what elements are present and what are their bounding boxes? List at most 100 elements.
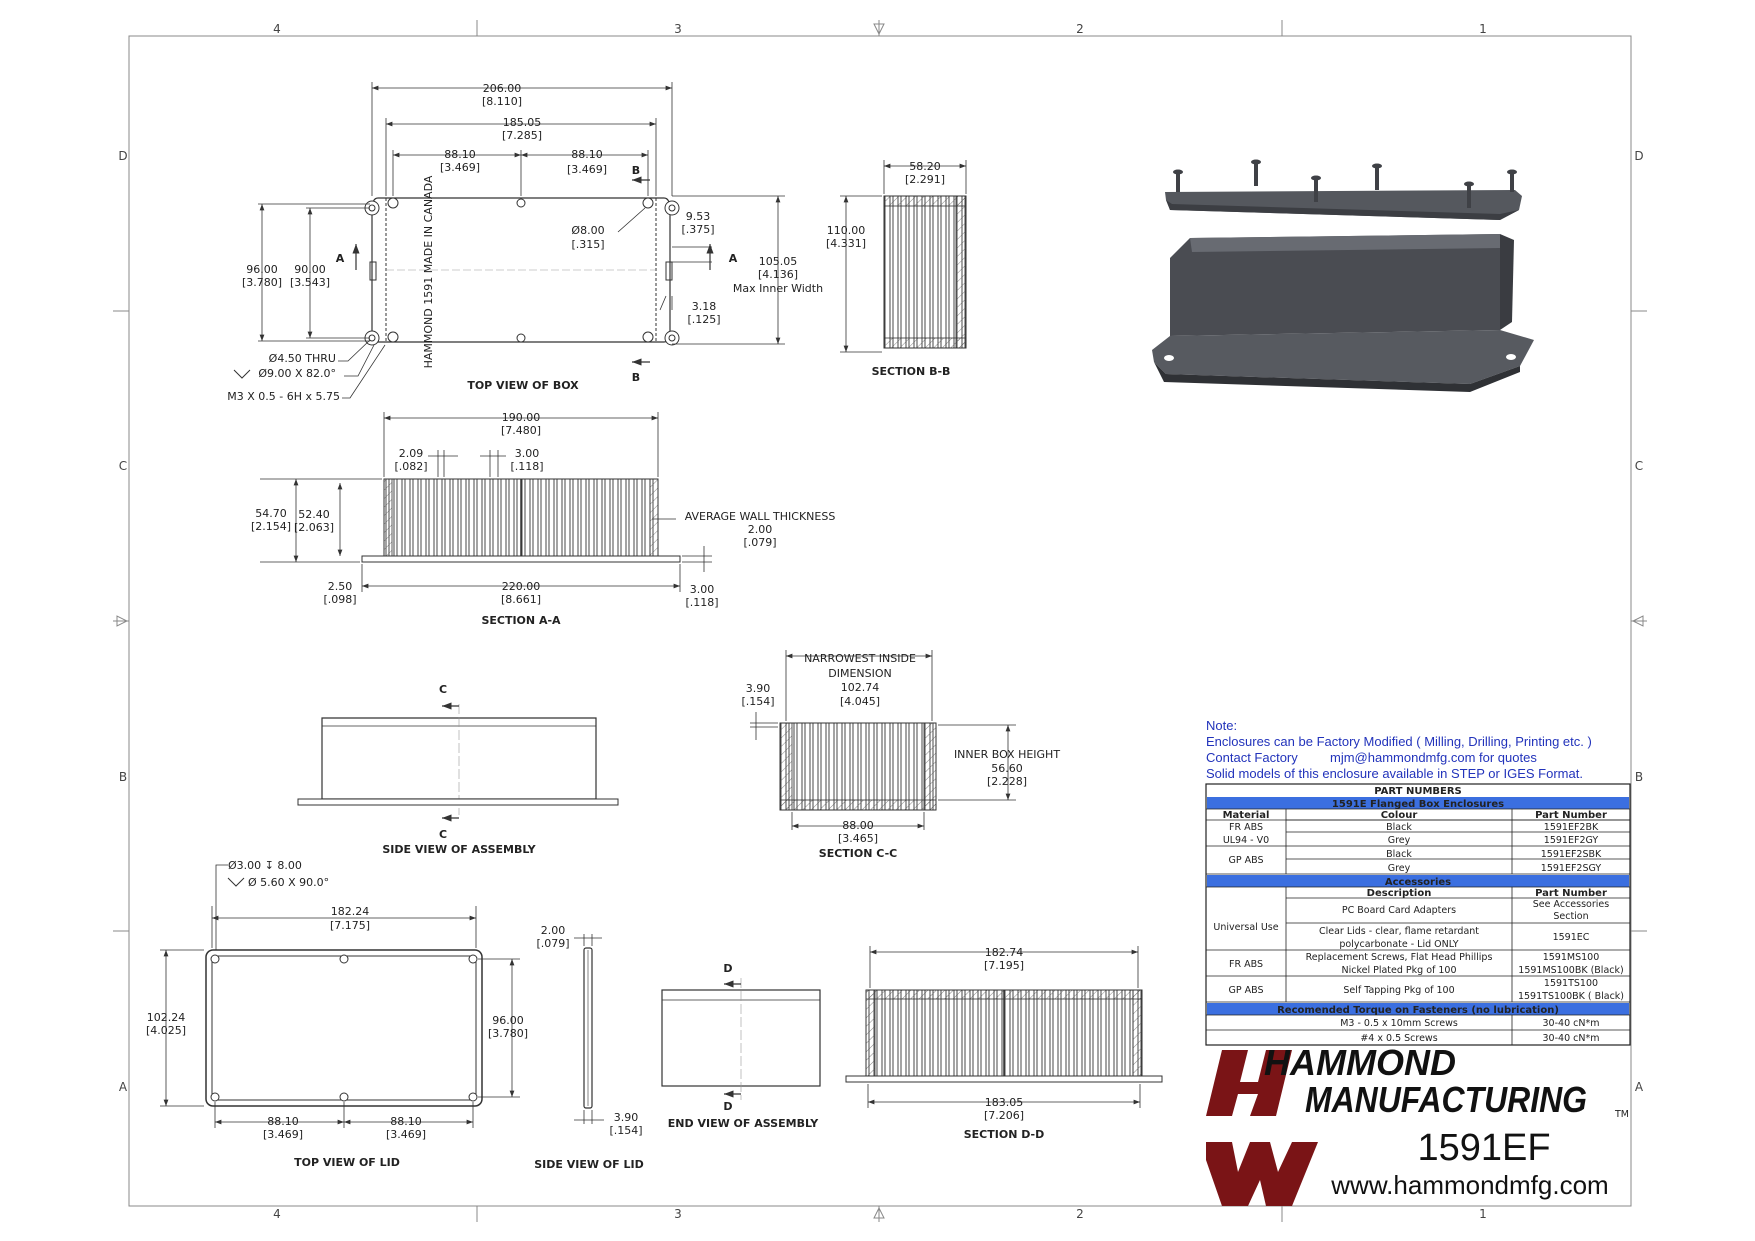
section-marker-c: C [439, 828, 447, 841]
acc-material: GP ABS [1229, 985, 1264, 996]
table-subtitle: 1591E Flanged Box Enclosures [1332, 799, 1504, 810]
dim-185-mm: 185.05 [503, 116, 542, 129]
dim-10224-in: [4.025] [146, 1024, 186, 1037]
dim-190-in: [7.480] [501, 424, 541, 437]
row-label: A [1635, 1080, 1644, 1094]
dim-10224-mm: 102.24 [147, 1011, 186, 1024]
col-label: 4 [273, 1207, 281, 1221]
cell-part: 1591EF2SGY [1541, 863, 1602, 874]
cell-part: 1591EF2SBK [1541, 849, 1602, 860]
acc-desc: Clear Lids - clear, flame retardant [1319, 926, 1479, 937]
dim-8800-mm: 88.00 [842, 819, 874, 832]
acc-header: Description [1367, 888, 1432, 899]
row-label: C [119, 459, 127, 473]
acc-desc: Nickel Plated Pkg of 100 [1341, 965, 1456, 976]
col-label: 2 [1076, 22, 1084, 36]
col-label: 3 [674, 1207, 682, 1221]
part-number-title: 1591EF [1417, 1127, 1550, 1169]
dim-96-mm: 96.00 [246, 263, 278, 276]
dim-110-in: [4.331] [826, 237, 866, 250]
dim-5470-in: [2.154] [251, 520, 291, 533]
note-title: Note: [1206, 718, 1237, 733]
dim-18274-in: [7.195] [984, 959, 1024, 972]
col-label: 1 [1479, 1207, 1487, 1221]
col-header: Part Number [1535, 810, 1607, 821]
brand-name-line1: HAMMOND [1264, 1042, 1456, 1083]
col-header: Colour [1381, 810, 1418, 821]
dim-250-mm: 2.50 [328, 580, 353, 593]
dim-88a-mm: 88.10 [444, 148, 476, 161]
wall-thickness-in: [.079] [743, 536, 776, 549]
row-label: D [118, 149, 127, 163]
dim-220-in: [8.661] [501, 593, 541, 606]
view-title: TOP VIEW OF LID [294, 1156, 400, 1169]
cell-colour: Black [1386, 849, 1412, 860]
cell-part: 1591EF2GY [1544, 835, 1599, 846]
dim-90-mm: 90.00 [294, 263, 326, 276]
acc-part: Section [1553, 911, 1588, 922]
inner-height-in: [2.228] [987, 775, 1027, 788]
hammond-logo [1206, 1050, 1318, 1206]
col-label: 3 [674, 22, 682, 36]
dim-18224-mm: 182.24 [331, 905, 370, 918]
dim-18224-in: [7.175] [330, 919, 370, 932]
cell-material: UL94 - V0 [1223, 835, 1269, 846]
row-label: B [1635, 770, 1643, 784]
col-label: 2 [1076, 1207, 1084, 1221]
dim-5240-mm: 52.40 [298, 508, 330, 521]
dim-318-mm: 3.18 [692, 300, 717, 313]
section-marker-a: A [729, 252, 738, 265]
dim-10505-note: Max Inner Width [733, 282, 823, 295]
website-url: www.hammondmfg.com [1330, 1170, 1608, 1200]
dim-88c-in: [3.469] [263, 1128, 303, 1141]
dim-hole-8-in: [.315] [571, 238, 604, 251]
acc-part: 1591TS100BK ( Black) [1518, 991, 1624, 1002]
section-marker-d: D [723, 962, 732, 975]
note-block: Note: Enclosures can be Factory Modified… [1206, 718, 1592, 781]
cell-colour: Grey [1388, 863, 1411, 874]
acc-part: 1591EC [1553, 932, 1590, 943]
dim-390b-mm: 3.90 [614, 1111, 639, 1124]
dim-88a-in: [3.469] [440, 161, 480, 174]
dim-18305-in: [7.206] [984, 1109, 1024, 1122]
note-email: mjm@hammondmfg.com for quotes [1330, 750, 1537, 765]
row-label: A [119, 1080, 128, 1094]
top-view-of-box: HAMMOND 1591 MADE IN CANADA 206.00 [8.11… [227, 82, 823, 403]
enclosure-3d-render [1152, 159, 1534, 392]
section-d-d: 182.74 [7.195] 183.05 [7.206] SECTION D-… [845, 946, 1163, 1141]
cell-material: GP ABS [1229, 855, 1264, 866]
narrow-label-2: DIMENSION [828, 667, 892, 680]
col-header: Material [1223, 810, 1270, 821]
cell-part: 1591EF2BK [1544, 822, 1599, 833]
note-thread: M3 X 0.5 - 6H x 5.75 [227, 390, 340, 403]
dim-318-in: [.125] [687, 313, 720, 326]
torque-item: M3 - 0.5 x 10mm Screws [1340, 1018, 1458, 1029]
acc-desc: Replacement Screws, Flat Head Phillips [1306, 952, 1493, 963]
torque-value: 30-40 cN*m [1543, 1033, 1600, 1044]
dim-hole-8-mm: Ø8.00 [571, 224, 604, 237]
lid-csk-note: Ø 5.60 X 90.0° [248, 876, 329, 889]
dim-10505-in: [4.136] [758, 268, 798, 281]
dim-300-mm: 3.00 [515, 447, 540, 460]
section-marker-c: C [439, 683, 447, 696]
row-label: B [119, 770, 127, 784]
dim-390-in: [.154] [741, 695, 774, 708]
narrow-mm: 102.74 [841, 681, 880, 694]
acc-part: 1591MS100BK (Black) [1518, 965, 1623, 976]
dim-953-in: [.375] [681, 223, 714, 236]
section-c-c: NARROWEST INSIDE DIMENSION 102.74 [4.045… [741, 650, 1060, 860]
acc-material: FR ABS [1229, 959, 1263, 970]
acc-desc: PC Board Card Adapters [1342, 905, 1456, 916]
acc-material: Universal Use [1213, 922, 1278, 933]
torque-title: Recomended Torque on Fasteners (no lubri… [1277, 1005, 1559, 1016]
row-label: C [1635, 459, 1643, 473]
dim-185-in: [7.285] [502, 129, 542, 142]
side-view-of-assembly: C C SIDE VIEW OF ASSEMBLY [297, 683, 619, 856]
view-title: END VIEW OF ASSEMBLY [668, 1117, 819, 1130]
narrow-label-1: NARROWEST INSIDE [804, 652, 916, 665]
dim-209-mm: 2.09 [399, 447, 424, 460]
side-view-of-lid: 2.00 [.079] 3.90 [.154] SIDE VIEW OF LID [534, 924, 644, 1171]
dim-5820-mm: 58.20 [909, 160, 941, 173]
dim-300b-in: [.118] [685, 596, 718, 609]
note-thru-hole: Ø4.50 THRU [269, 352, 336, 365]
